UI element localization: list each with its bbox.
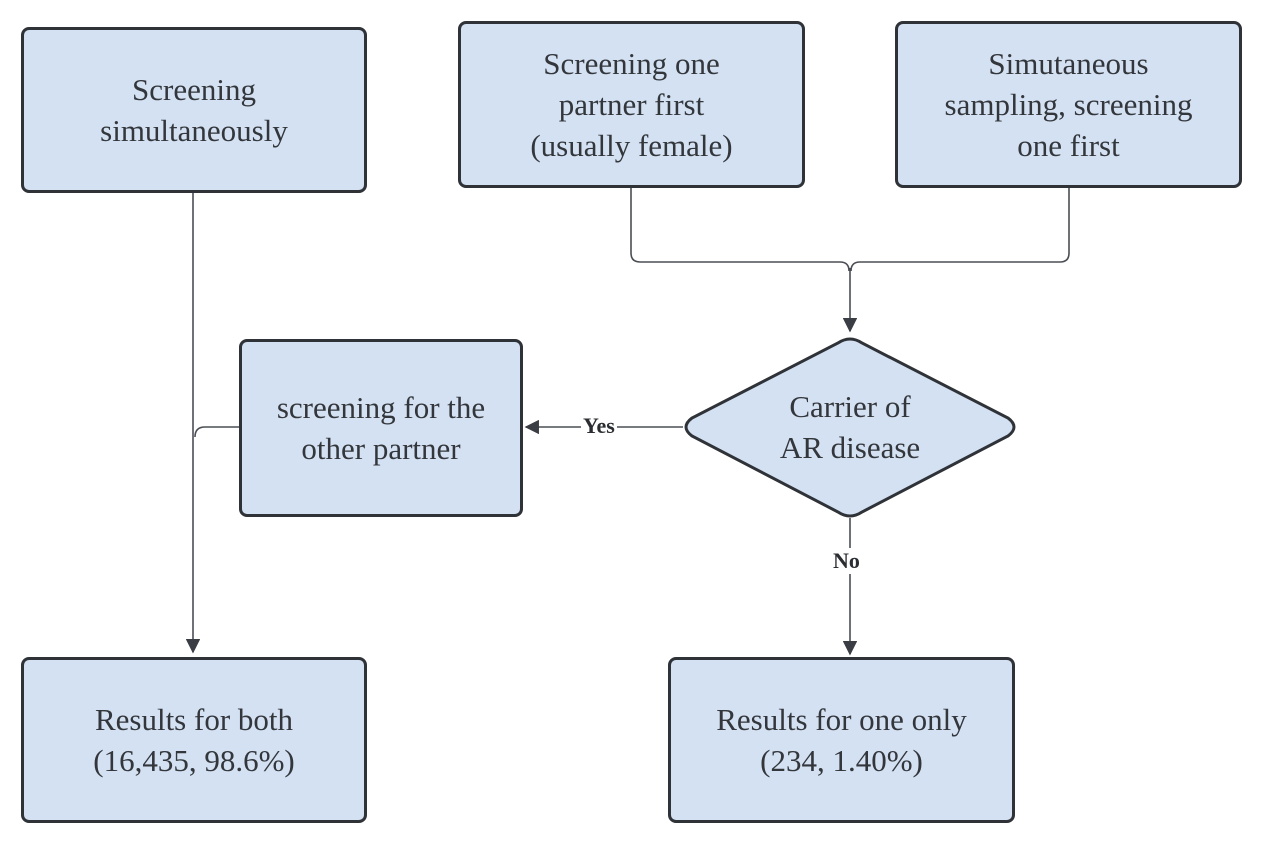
decision-diamond-shape [684,337,1016,518]
connector-simultaneous-sampling-to-merge [850,187,1070,272]
decision-carrier-label: Carrier of AR disease [700,380,1000,474]
node-results-one-only: Results for one only (234, 1.40%) [668,657,1015,823]
connector-other-partner-to-left-line [194,426,240,438]
node-label: Screening simultaneously [100,72,288,148]
node-label: Results for both (16,435, 98.6%) [93,702,295,778]
node-screening-other-partner: screening for the other partner [239,339,523,517]
node-label: Simutaneous sampling, screening one firs… [944,46,1193,163]
decision-text: Carrier of AR disease [779,389,921,465]
node-simultaneous-sampling: Simutaneous sampling, screening one firs… [895,21,1242,188]
node-screening-one-partner-first: Screening one partner first (usually fem… [458,21,805,188]
node-label: Screening one partner first (usually fem… [530,46,733,163]
node-screening-simultaneously: Screening simultaneously [21,27,367,193]
edge-label-yes: Yes [581,413,617,439]
connector-one-partner-first-to-merge [630,187,850,272]
node-results-both: Results for both (16,435, 98.6%) [21,657,367,823]
node-label: screening for the other partner [276,390,486,466]
edge-label-no: No [831,548,862,574]
node-label: Results for one only (234, 1.40%) [716,702,967,778]
